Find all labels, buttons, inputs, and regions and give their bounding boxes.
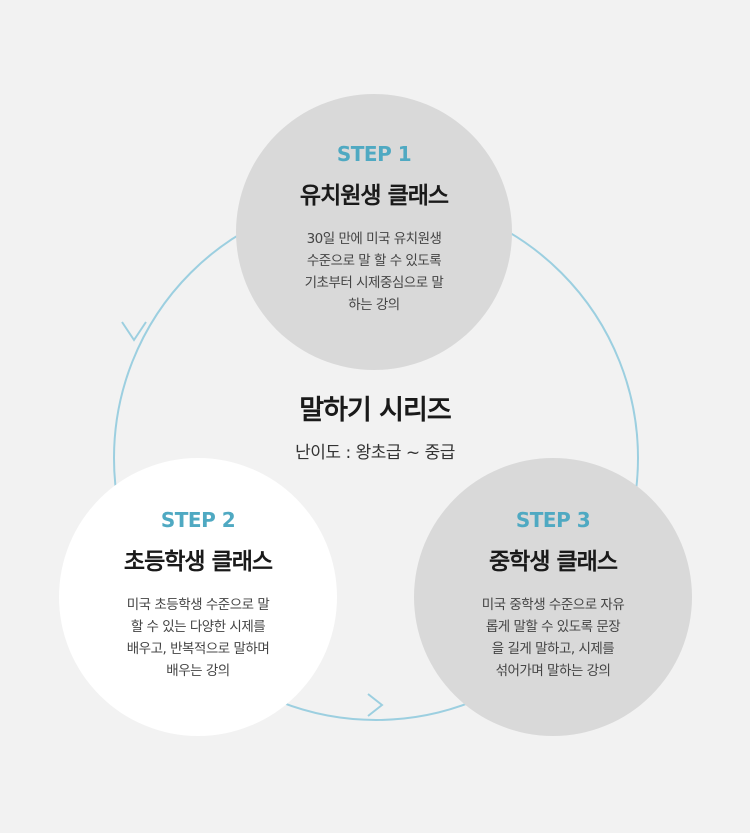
step-1-description: 30일 만에 미국 유치원생 수준으로 말 할 수 있도록 기초부터 시제중심으… bbox=[274, 228, 474, 316]
step-2-circle: STEP 2 초등학생 클래스 미국 초등학생 수준으로 말 할 수 있는 다양… bbox=[59, 458, 337, 736]
step-2-desc-line: 미국 초등학생 수준으로 말 bbox=[126, 597, 270, 613]
step-3-desc-line: 롭게 말할 수 있도록 문장 bbox=[485, 619, 621, 635]
step-3-title: 중학생 클래스 bbox=[489, 549, 618, 575]
step-2-desc-line: 배우고, 반복적으로 말하며 bbox=[126, 641, 270, 657]
step-3-description: 미국 중학생 수준으로 자유 롭게 말할 수 있도록 문장 을 길게 말하고, … bbox=[453, 594, 653, 682]
step-3-desc-line: 미국 중학생 수준으로 자유 bbox=[481, 597, 625, 613]
step-3-desc-line: 을 길게 말하고, 시제를 bbox=[491, 641, 615, 657]
step-1-title: 유치원생 클래스 bbox=[299, 183, 449, 209]
step-2-description: 미국 초등학생 수준으로 말 할 수 있는 다양한 시제를 배우고, 반복적으로… bbox=[98, 594, 298, 682]
arrow-left-icon bbox=[121, 321, 147, 342]
step-1-desc-line: 하는 강의 bbox=[348, 297, 400, 313]
step-1-desc-line: 30일 만에 미국 유치원생 bbox=[306, 231, 442, 247]
step-2-desc-line: 할 수 있는 다양한 시제를 bbox=[130, 619, 266, 635]
step-1-label: STEP 1 bbox=[336, 142, 412, 166]
difficulty-label: 난이도 : 왕초급 ~ 중급 bbox=[295, 443, 455, 463]
arrow-bottom-icon bbox=[367, 693, 384, 717]
step-2-desc-line: 배우는 강의 bbox=[166, 663, 230, 679]
step-2-label: STEP 2 bbox=[160, 508, 236, 532]
step-3-circle: STEP 3 중학생 클래스 미국 중학생 수준으로 자유 롭게 말할 수 있도… bbox=[414, 458, 692, 736]
step-3-label: STEP 3 bbox=[515, 508, 591, 532]
step-2-title: 초등학생 클래스 bbox=[123, 549, 273, 575]
step-3-desc-line: 섞어가며 말하는 강의 bbox=[495, 663, 611, 679]
series-title: 말하기 시리즈 bbox=[299, 395, 451, 426]
step-1-circle: STEP 1 유치원생 클래스 30일 만에 미국 유치원생 수준으로 말 할 … bbox=[236, 94, 512, 370]
step-1-desc-line: 기초부터 시제중심으로 말 bbox=[304, 275, 444, 291]
step-1-desc-line: 수준으로 말 할 수 있도록 bbox=[306, 253, 442, 269]
